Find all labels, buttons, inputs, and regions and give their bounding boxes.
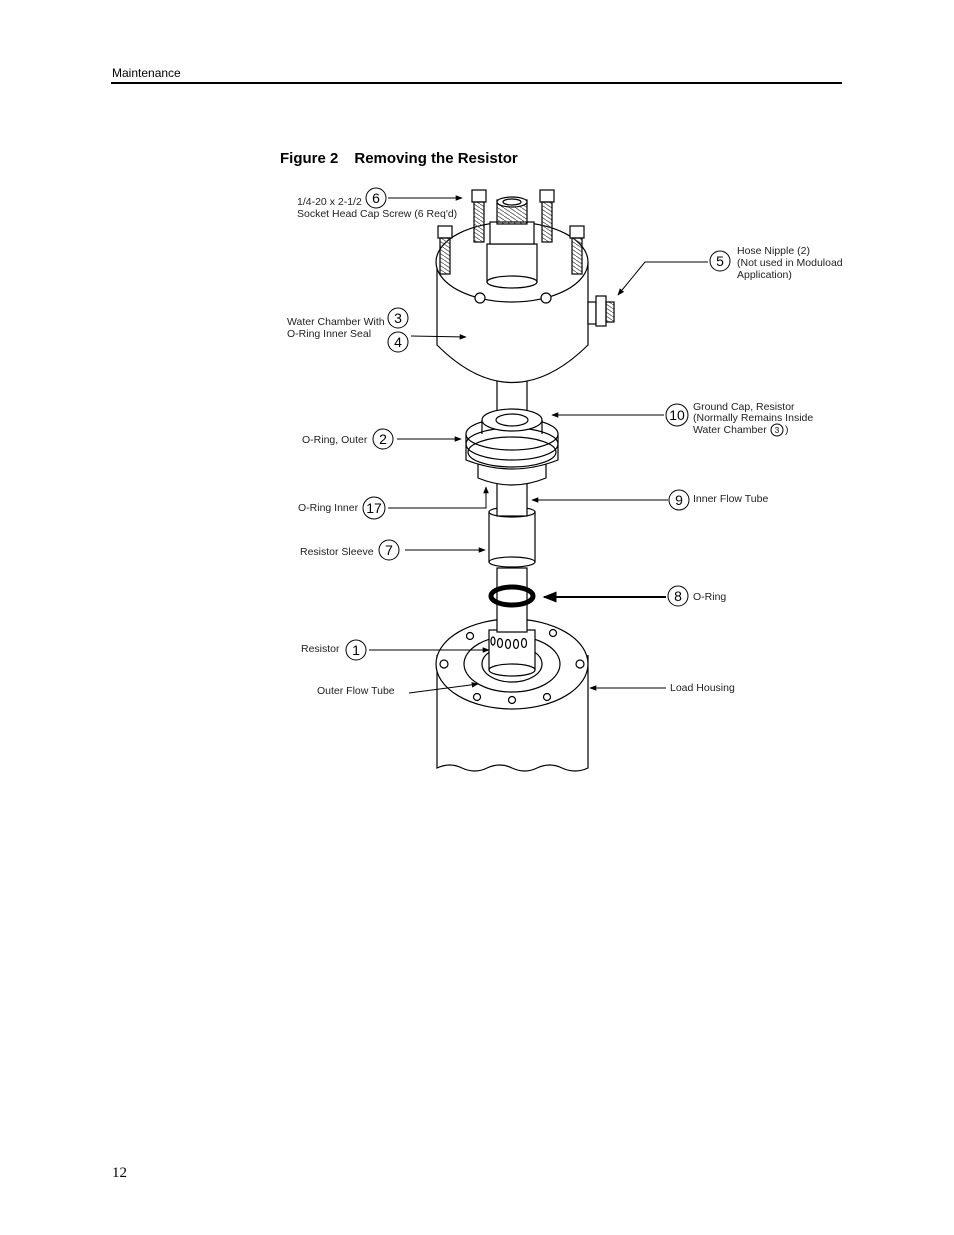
header-rule <box>111 82 842 84</box>
label-load-housing: Load Housing <box>670 682 735 694</box>
callout-8: 8 <box>674 588 682 604</box>
figure-title: Removing the Resistor <box>354 150 518 167</box>
label-water-chamber-1: Water Chamber With <box>287 316 385 328</box>
label-inner-flow-tube: Inner Flow Tube <box>693 493 768 505</box>
figure-number: Figure 2 <box>280 150 339 167</box>
label-outer-flow-tube: Outer Flow Tube <box>317 685 395 697</box>
label-screw-1: 1/4-20 x 2-1/2 <box>297 196 362 208</box>
callout-1: 1 <box>352 642 360 658</box>
callout-circles <box>345 187 784 661</box>
callout-3: 3 <box>394 310 402 326</box>
callout-9: 9 <box>675 492 683 508</box>
callout-6: 6 <box>372 190 380 206</box>
callout-2: 2 <box>379 431 387 447</box>
top-fitting <box>486 196 538 289</box>
label-resistor-sleeve: Resistor Sleeve <box>300 546 374 558</box>
callout-ref-3: 3 <box>775 426 780 435</box>
section-header: Maintenance <box>112 66 181 80</box>
label-water-chamber-2: O-Ring Inner Seal <box>287 328 371 340</box>
label-ground-cap-1: Ground Cap, Resistor <box>693 401 795 413</box>
callout-17: 17 <box>366 500 382 516</box>
drawing <box>435 189 615 772</box>
label-o-ring-outer: O-Ring, Outer <box>302 434 368 446</box>
callout-10: 10 <box>669 407 685 423</box>
callout-labels: 1/4-20 x 2-1/2 Socket Head Cap Screw (6 … <box>287 196 843 697</box>
leader-lines <box>369 195 708 694</box>
cap-screws <box>437 189 585 275</box>
resistor <box>488 629 536 677</box>
callout-5: 5 <box>716 253 724 269</box>
figure-caption: Figure 2 Removing the Resistor <box>280 150 518 167</box>
callout-4: 4 <box>394 334 402 350</box>
label-ground-cap-2: (Normally Remains Inside <box>693 412 813 424</box>
label-hose-1: Hose Nipple (2) <box>737 245 810 257</box>
label-ground-cap-3-end: ) <box>785 424 789 436</box>
inner-tube-lower <box>496 567 528 633</box>
ground-cap <box>465 408 559 486</box>
label-o-ring: O-Ring <box>693 591 726 603</box>
label-hose-3: Application) <box>737 269 792 281</box>
label-ground-cap-3: Water Chamber <box>693 424 767 436</box>
label-screw-2: Socket Head Cap Screw (6 Req'd) <box>297 208 457 220</box>
callout-7: 7 <box>385 542 393 558</box>
label-hose-2: (Not used in Moduload <box>737 257 843 269</box>
label-o-ring-inner: O-Ring Inner <box>298 502 359 514</box>
page-number: 12 <box>112 1165 127 1181</box>
o-ring-8 <box>488 584 536 608</box>
callout-numbers: 6 5 3 4 10 3 2 9 17 7 8 1 <box>352 190 780 658</box>
label-resistor: Resistor <box>301 643 340 655</box>
